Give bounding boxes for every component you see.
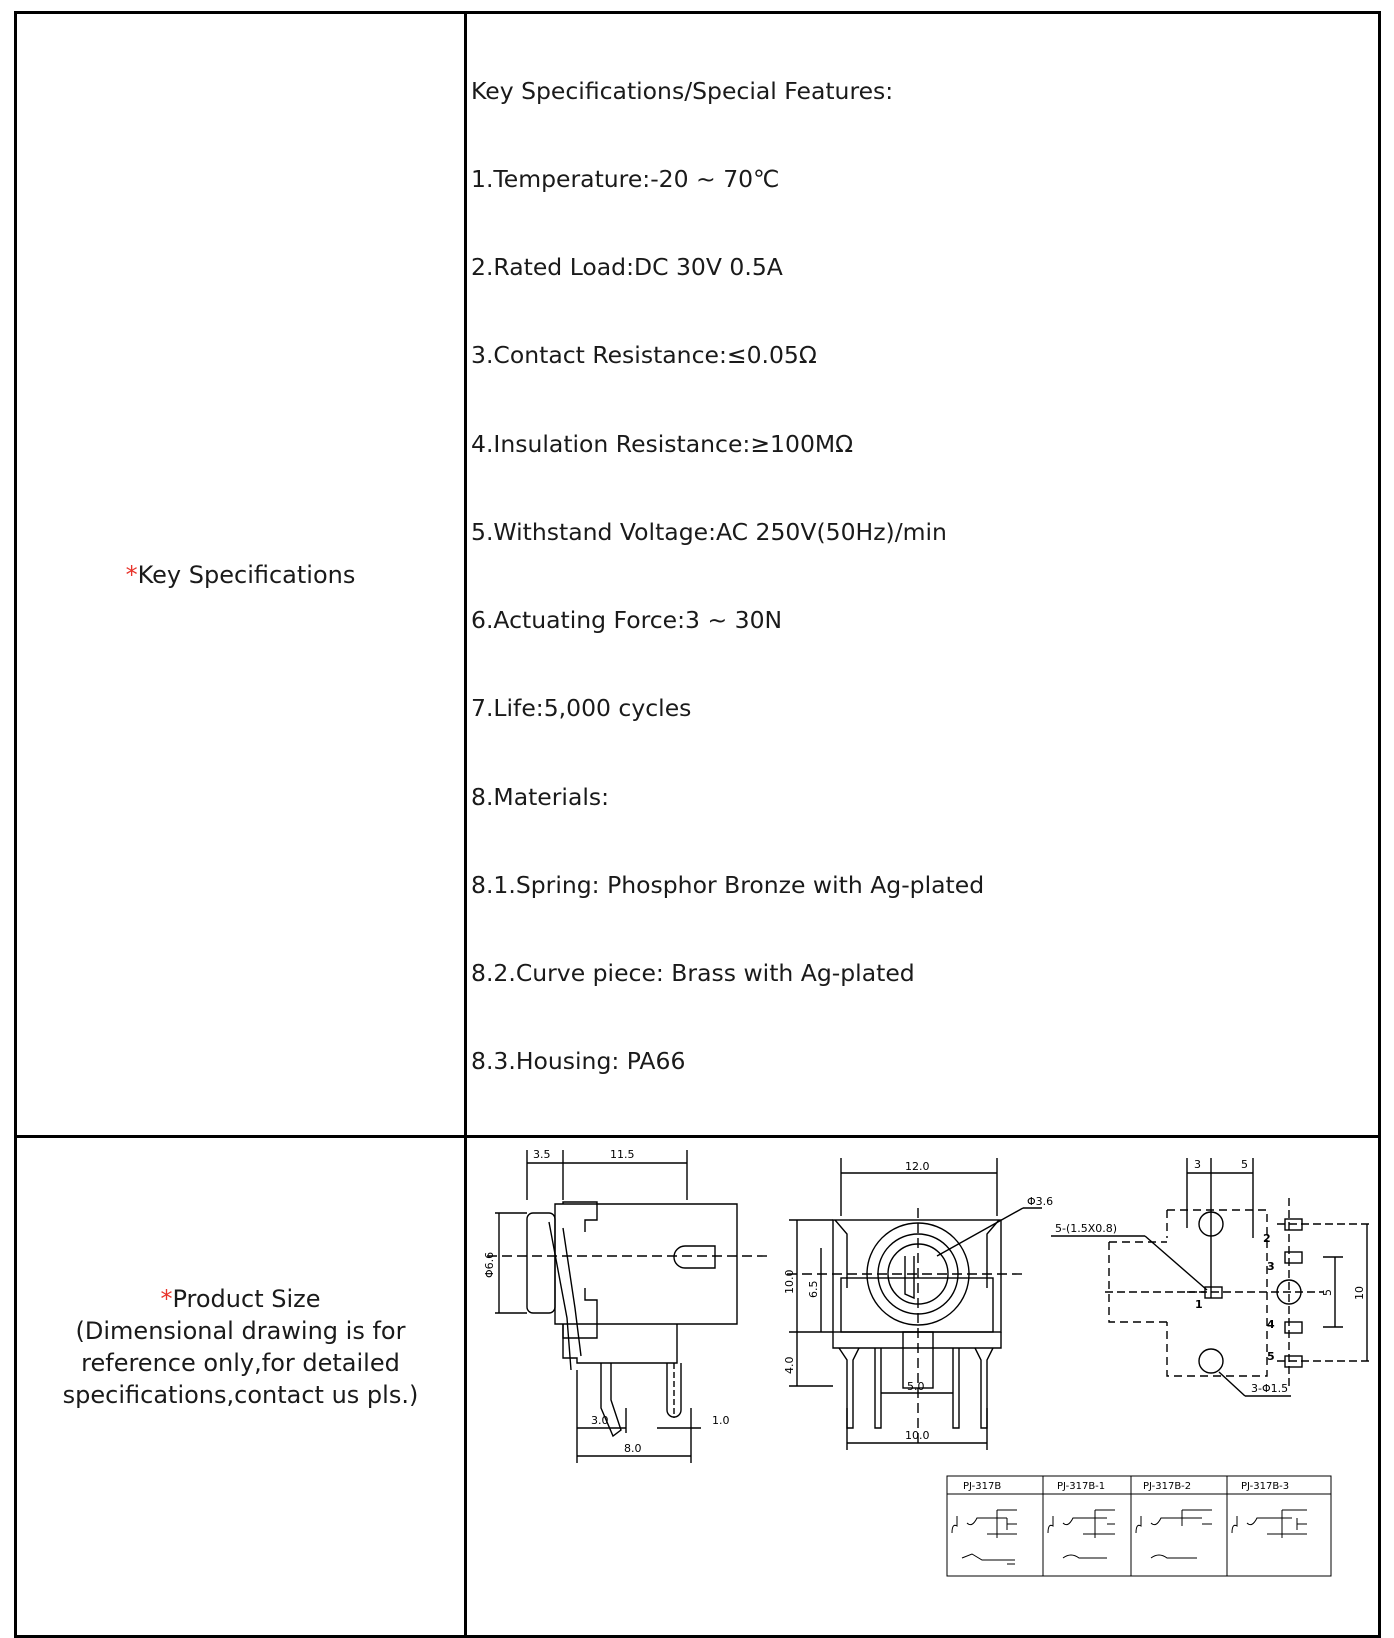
spec-item: 8.3.Housing: PA66 xyxy=(471,1047,686,1076)
pcb-pin-label: 4 xyxy=(1267,1318,1275,1331)
variant-label: PJ-317B xyxy=(963,1481,1001,1492)
variant-label: PJ-317B-3 xyxy=(1241,1481,1289,1492)
dim-front-width: 12.0 xyxy=(905,1160,930,1173)
required-asterisk: * xyxy=(125,560,138,589)
spec-row-product-size: *Product Size (Dimensional drawing is fo… xyxy=(14,1135,1381,1638)
spec-item: 7.Life:5,000 cycles xyxy=(471,694,692,723)
dim-pcb-top-a: 3 xyxy=(1194,1158,1201,1171)
spec-item: 3.Contact Resistance:≤0.05Ω xyxy=(471,341,817,370)
dim-side-bottom-b: 8.0 xyxy=(624,1442,642,1455)
dim-side-top-b: 11.5 xyxy=(610,1148,635,1161)
spec-table: *Key Specifications Key Specifications/S… xyxy=(14,10,1381,1638)
spec-item: 6.Actuating Force:3 ~ 30N xyxy=(471,606,783,635)
pcb-pin-label: 1 xyxy=(1195,1298,1203,1311)
spec-item: 8.Materials: xyxy=(471,782,610,811)
pcb-pin-label: 2 xyxy=(1263,1232,1271,1245)
dim-front-base: 10.0 xyxy=(905,1429,930,1442)
pcb-pin-label: 3 xyxy=(1267,1260,1275,1273)
dim-side-height: Φ6.6 xyxy=(483,1252,496,1278)
label-cell-key-specifications: *Key Specifications xyxy=(14,10,467,1139)
variant-table: PJ-317B PJ-317B-1 PJ-317B-2 PJ-317B-3 xyxy=(946,1475,1332,1577)
dim-side-top-a: 3.5 xyxy=(533,1148,551,1161)
dimension-drawing: 3.5 11.5 xyxy=(483,1148,1371,1577)
dim-pcb-right-a: 5 xyxy=(1321,1289,1334,1296)
pcb-layout-view: 3 5 xyxy=(1051,1158,1371,1398)
spec-item: 4.Insulation Resistance:≥100MΩ xyxy=(471,429,854,458)
dim-pcb-holes: 3-Φ1.5 xyxy=(1251,1382,1288,1395)
spec-item: 8.1.Spring: Phosphor Bronze with Ag-plat… xyxy=(471,870,985,899)
dim-front-mid: 6.5 xyxy=(807,1281,820,1299)
dim-front-pin-length: 4.0 xyxy=(783,1357,796,1375)
size-note-line: (Dimensional drawing is for xyxy=(75,1316,406,1345)
required-asterisk: * xyxy=(160,1284,173,1313)
dim-front-height: 10.0 xyxy=(783,1270,796,1295)
label-cell-product-size: *Product Size (Dimensional drawing is fo… xyxy=(14,1135,467,1638)
variant-label: PJ-317B-2 xyxy=(1143,1481,1191,1492)
spec-item: 5.Withstand Voltage:AC 250V(50Hz)/min xyxy=(471,517,947,546)
dim-pcb-pad: 5-(1.5X0.8) xyxy=(1055,1222,1117,1235)
spec-list-cell: Key Specifications/Special Features: 1.T… xyxy=(464,10,1381,1139)
dim-pcb-top-b: 5 xyxy=(1241,1158,1248,1171)
dimension-drawing-cell: 3.5 11.5 xyxy=(464,1135,1381,1638)
variant-label: PJ-317B-1 xyxy=(1057,1481,1105,1492)
label-product-size: Product Size xyxy=(172,1284,321,1313)
front-view: 12.0 xyxy=(783,1158,1053,1451)
label-key-specifications: Key Specifications xyxy=(137,560,356,589)
spec-item: 1.Temperature:-20 ~ 70℃ xyxy=(471,165,780,194)
spec-heading: Key Specifications/Special Features: xyxy=(471,76,894,105)
dim-front-hole: Φ3.6 xyxy=(1027,1195,1053,1208)
dim-side-bottom-a: 3.0 xyxy=(591,1414,609,1427)
dim-side-pin: 1.0 xyxy=(712,1414,730,1427)
pcb-pin-label: 5 xyxy=(1267,1350,1275,1363)
spec-row-key-specifications: *Key Specifications Key Specifications/S… xyxy=(14,10,1381,1139)
dim-pcb-right-b: 10 xyxy=(1353,1286,1366,1300)
spec-item: 8.2.Curve piece: Brass with Ag-plated xyxy=(471,959,915,987)
spec-item: 2.Rated Load:DC 30V 0.5A xyxy=(471,253,783,282)
side-view: 3.5 11.5 xyxy=(483,1148,767,1464)
size-note-line: specifications,contact us pls.) xyxy=(62,1380,419,1409)
size-note-line: reference only,for detailed xyxy=(81,1348,400,1377)
spec-list: Key Specifications/Special Features: 1.T… xyxy=(467,14,1378,1135)
dim-front-pin-span: 5.0 xyxy=(907,1380,925,1393)
